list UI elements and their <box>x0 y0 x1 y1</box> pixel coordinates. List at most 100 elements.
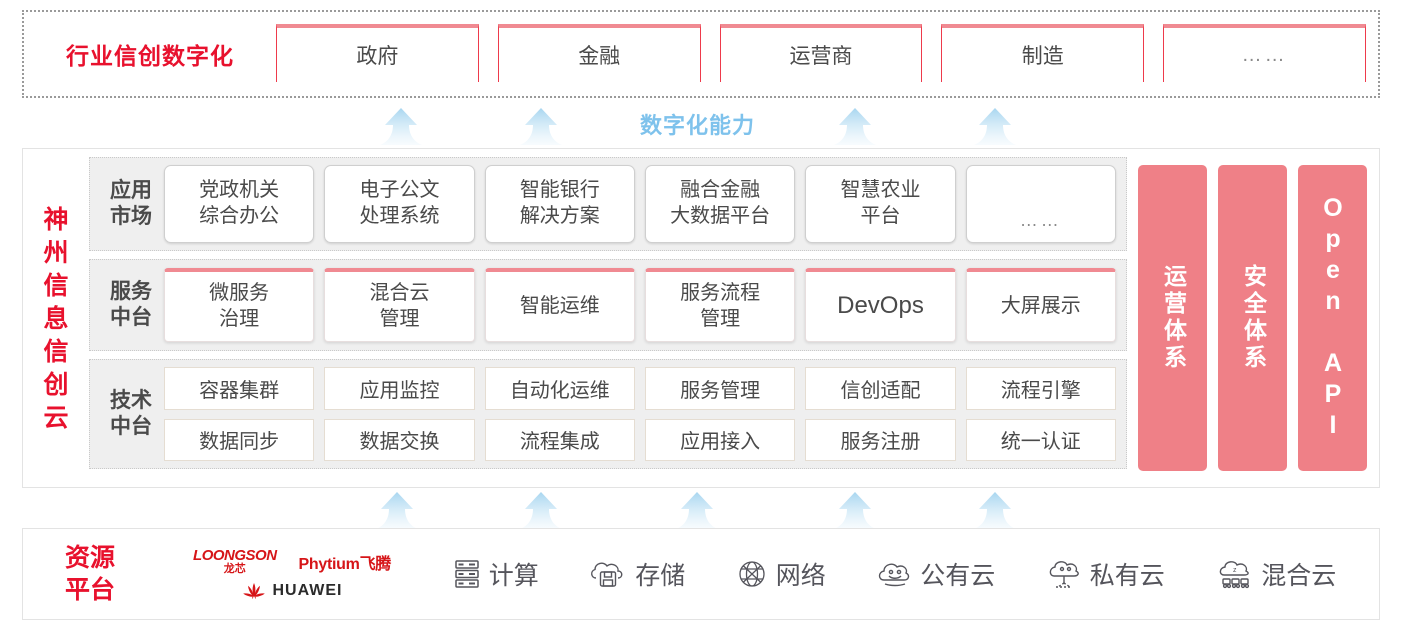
tech-card-process-engine[interactable]: 流程引擎 <box>965 367 1116 410</box>
cloud-title-c5: 信 <box>43 337 69 366</box>
industry-card-label: 制造 <box>1021 45 1064 68</box>
resource-item-public-cloud[interactable]: 公有云 <box>875 556 995 592</box>
up-arrow-icon <box>368 490 426 530</box>
resource-item-label: 混合云 <box>1261 562 1337 590</box>
layer-label-service-platform: 服务中台 <box>110 279 152 329</box>
cloud-title-c3: 信 <box>43 271 69 300</box>
pillar-open-api[interactable]: Open API <box>1298 165 1367 471</box>
service-card-hybrid-cloud-mgmt[interactable]: 混合云管理 <box>324 268 475 342</box>
resource-item-label: 存储 <box>635 562 686 590</box>
service-card-microservice-governance[interactable]: 微服务治理 <box>164 268 315 342</box>
up-arrow-icon <box>826 490 884 530</box>
tech-card-row: 容器集群 应用监控 自动化运维 服务管理 信创适配 流程引擎 <box>164 367 1116 410</box>
service-card-list: 微服务治理 混合云管理 智能运维 服务流程管理 DevOps <box>164 268 1116 342</box>
tech-card-data-exchange[interactable]: 数据交换 <box>324 418 475 461</box>
resource-uplink-strip <box>0 488 1402 530</box>
cloud-title-c7: 云 <box>43 403 69 432</box>
network-globe-icon <box>735 558 769 590</box>
up-arrow-icon <box>826 106 884 146</box>
resource-item-compute[interactable]: 计算 <box>452 556 539 592</box>
tech-card-auto-ops[interactable]: 自动化运维 <box>484 367 635 410</box>
digital-capability-strip: 数字化能力 <box>0 98 1402 146</box>
industry-card-label: 政府 <box>356 45 399 68</box>
tech-card-rows: 容器集群 应用监控 自动化运维 服务管理 信创适配 流程引擎 数据同步 数据交换… <box>164 367 1116 461</box>
layer-tech-platform: 技术中台 容器集群 应用监控 自动化运维 服务管理 信创适配 流程引擎 数据同步… <box>89 359 1127 469</box>
layer-label-app-market: 应用市场 <box>110 178 152 228</box>
resource-item-label: 计算 <box>488 562 539 590</box>
cloud-title-c2: 州 <box>43 238 69 267</box>
industry-card-list: 政府 金融 运营商 制造 …… <box>276 24 1378 82</box>
loongson-logo: LOONGSON 龙芯 <box>193 547 277 575</box>
industry-card-government[interactable]: 政府 <box>276 24 479 82</box>
tech-card-data-sync[interactable]: 数据同步 <box>164 418 315 461</box>
up-arrow-icon <box>372 106 430 146</box>
up-arrow-icon <box>668 490 726 530</box>
resource-platform-title: 资源平台 <box>64 543 115 605</box>
cloud-title-c1: 神 <box>43 205 69 234</box>
app-card-smart-agriculture[interactable]: 智慧农业平台 <box>805 165 956 243</box>
digital-capability-label: 数字化能力 <box>640 113 756 138</box>
phytium-logo: Phytium飞腾 <box>298 555 392 573</box>
tech-card-app-access[interactable]: 应用接入 <box>644 418 796 461</box>
industry-band-title: 行业信创数字化 <box>66 43 234 69</box>
resource-platform-panel: 资源平台 LOONGSON 龙芯 Phytium飞腾 HUAWEI <box>22 528 1380 620</box>
app-card-smart-bank[interactable]: 智能银行解决方案 <box>484 165 635 243</box>
vendor-logo-row: HUAWEI <box>242 582 343 600</box>
resource-item-private-cloud[interactable]: 私有云 <box>1045 556 1165 592</box>
layer-service-platform: 服务中台 微服务治理 混合云管理 智能运维 服务流程管理 <box>89 259 1127 351</box>
app-market-card-list: 党政机关综合办公 电子公文处理系统 智能银行解决方案 融合金融大数据平台 智慧农… <box>164 165 1116 243</box>
industry-card-label: …… <box>1241 43 1288 66</box>
cloud-title-c6: 创 <box>43 370 69 399</box>
tech-card-service-mgmt[interactable]: 服务管理 <box>644 367 796 410</box>
layer-app-market: 应用市场 党政机关综合办公 电子公文处理系统 智能银行解决方案 融合金融大数据平… <box>89 157 1127 251</box>
cloud-storage-icon <box>588 558 628 590</box>
side-pillar-list: 运营体系 安全体系 Open API <box>1127 157 1369 479</box>
service-card-devops[interactable]: DevOps <box>805 268 956 342</box>
layer-label-tech-platform: 技术中台 <box>110 388 152 438</box>
cloud-platform-title: 神 州 信 息 信 创 云 <box>23 149 89 487</box>
resource-item-label: 公有云 <box>920 562 996 590</box>
resource-item-network[interactable]: 网络 <box>735 556 826 592</box>
up-arrow-icon <box>966 490 1024 530</box>
industry-card-label: 金融 <box>578 45 621 68</box>
tech-card-container-cluster[interactable]: 容器集群 <box>164 367 315 410</box>
industry-card-telecom[interactable]: 运营商 <box>719 24 923 82</box>
service-card-smart-ops[interactable]: 智能运维 <box>484 268 635 342</box>
vendor-logo-list: LOONGSON 龙芯 Phytium飞腾 HUAWEI <box>157 548 427 600</box>
up-arrow-icon <box>512 490 570 530</box>
service-card-service-process-mgmt[interactable]: 服务流程管理 <box>644 268 796 342</box>
app-card-party-office[interactable]: 党政机关综合办公 <box>164 165 315 243</box>
tech-card-unified-auth[interactable]: 统一认证 <box>965 418 1116 461</box>
industry-card-label: 运营商 <box>789 45 853 68</box>
service-card-dashboard[interactable]: 大屏展示 <box>965 268 1116 342</box>
cloud-platform-body: 应用市场 党政机关综合办公 电子公文处理系统 智能银行解决方案 融合金融大数据平… <box>89 149 1379 487</box>
up-arrow-icon <box>966 106 1024 146</box>
app-card-more[interactable]: …… <box>965 165 1116 243</box>
vendor-logo-row: LOONGSON 龙芯 Phytium飞腾 <box>193 548 391 575</box>
server-icon <box>452 558 482 590</box>
resource-item-label: 网络 <box>775 562 826 590</box>
industry-card-finance[interactable]: 金融 <box>497 24 701 82</box>
hybrid-cloud-icon: z <box>1214 558 1254 590</box>
tech-card-row: 数据同步 数据交换 流程集成 应用接入 服务注册 统一认证 <box>164 418 1116 461</box>
cloud-title-c4: 息 <box>43 304 69 333</box>
resource-item-hybrid-cloud[interactable]: z 混合云 <box>1214 556 1336 592</box>
tech-card-service-registry[interactable]: 服务注册 <box>805 418 956 461</box>
tech-card-process-integration[interactable]: 流程集成 <box>484 418 635 461</box>
cloud-platform-panel: 神 州 信 息 信 创 云 应用市场 党政机关综合办公 电子公文处理系统 <box>22 148 1380 488</box>
resource-item-storage[interactable]: 存储 <box>588 556 685 592</box>
industry-card-manufacturing[interactable]: 制造 <box>941 24 1145 82</box>
up-arrow-icon <box>512 106 570 146</box>
tech-card-app-monitoring[interactable]: 应用监控 <box>324 367 475 410</box>
industry-card-more[interactable]: …… <box>1163 24 1366 82</box>
huawei-flower-icon <box>242 583 265 599</box>
tech-card-xinchuang-adaptation[interactable]: 信创适配 <box>805 367 956 410</box>
industry-band: 行业信创数字化 政府 金融 运营商 制造 …… <box>22 10 1380 98</box>
svg-text:z: z <box>1233 567 1237 574</box>
pillar-operations-system[interactable]: 运营体系 <box>1138 165 1207 471</box>
app-card-edoc-system[interactable]: 电子公文处理系统 <box>324 165 475 243</box>
pillar-security-system[interactable]: 安全体系 <box>1218 165 1287 471</box>
resource-item-list: 计算 存储 <box>427 556 1379 592</box>
public-cloud-icon <box>875 558 913 590</box>
app-card-fin-bigdata[interactable]: 融合金融大数据平台 <box>644 165 796 243</box>
